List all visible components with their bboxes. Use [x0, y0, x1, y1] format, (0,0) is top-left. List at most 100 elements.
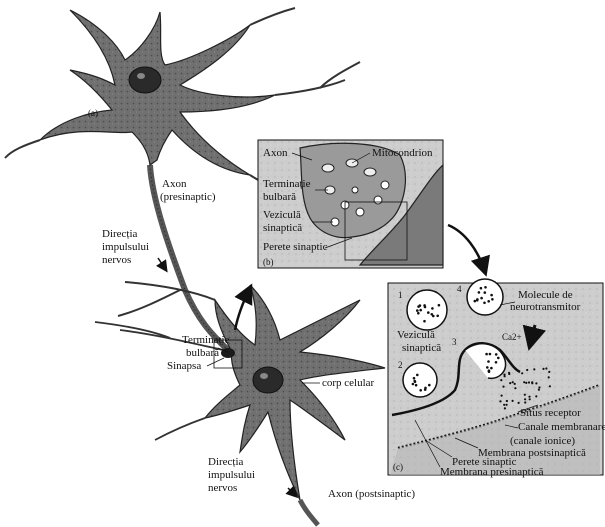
- inset-c-leader-post: [454, 437, 479, 449]
- leader-sinapsa: [206, 357, 225, 367]
- neurotransmitter-molecule: [538, 386, 541, 389]
- neurotransmitter-molecule: [499, 400, 502, 403]
- c-label-molecule-2: neurotransmitor: [510, 301, 581, 313]
- b-label-terminatie-2: bulbară: [263, 191, 296, 203]
- neurotransmitter-molecule: [508, 371, 511, 374]
- neurotransmitter-molecule: [416, 373, 419, 377]
- neurotransmitter-molecule: [524, 398, 527, 401]
- upper-nucleus: [128, 66, 162, 94]
- b-label-vezicula: Veziculă: [263, 209, 301, 221]
- neurotransmitter-molecule: [484, 286, 487, 289]
- mitochondrion: [321, 163, 335, 173]
- neurotransmitter-molecule: [488, 352, 492, 356]
- neurotransmitter-molecule: [514, 387, 517, 390]
- neurotransmitter-molecule: [511, 381, 514, 384]
- upper-neuron-body: [39, 9, 276, 176]
- neurotransmitter-molecule: [479, 286, 483, 290]
- neurotransmitter-molecule: [535, 395, 538, 398]
- neurotransmitter-molecule: [473, 299, 477, 303]
- neurotransmitter-molecule: [437, 303, 441, 307]
- label-terminatie-2: bulbară: [186, 347, 219, 359]
- neurotransmitter-molecule: [417, 305, 420, 308]
- neurotransmitter-molecule: [523, 381, 526, 384]
- neurotransmitter-molecule: [480, 296, 483, 300]
- c-label-vezicula: Veziculă: [397, 329, 435, 341]
- neurotransmitter-molecule: [513, 382, 516, 385]
- neurotransmitter-molecule: [526, 368, 529, 372]
- inset-c-cleft-fill: [390, 385, 600, 475]
- inset-b-leader-mito: [351, 152, 371, 164]
- neurotransmitter-molecule: [486, 366, 489, 369]
- neurotransmitter-molecule: [497, 356, 500, 360]
- vesicle: [373, 195, 383, 205]
- b-label-mitocondrion: Mitocondrion: [372, 147, 433, 159]
- neurotransmitter-molecule: [423, 319, 426, 323]
- vesicle-4: [466, 278, 504, 316]
- c-label-canale: Canale membranare: [518, 421, 605, 433]
- neurotransmitter-molecule: [419, 308, 423, 312]
- neurotransmitter-molecule: [547, 376, 550, 379]
- label-directia-2b: impulsului: [208, 469, 255, 481]
- inset-c-leader-wall: [424, 439, 453, 458]
- neurotransmitter-molecule: [417, 311, 420, 315]
- inset-c-leader-canale: [504, 424, 519, 429]
- c-label-situs: Situs receptor: [520, 407, 581, 419]
- lower-dendrite-left: [117, 281, 216, 317]
- neurotransmitter-molecule: [419, 389, 423, 392]
- label-sinapsa: Sinapsa: [167, 360, 201, 372]
- leader-terminatie: [217, 347, 229, 353]
- vesicle-3-fused: [464, 342, 507, 380]
- neurotransmitter-molecule: [500, 394, 503, 397]
- synaptic-bulb: [221, 348, 235, 358]
- inset-b-postsynaptic: [358, 163, 444, 266]
- label-axon-presinaptic: Axon: [162, 178, 187, 190]
- neurotransmitter-molecule: [503, 403, 506, 406]
- neurotransmitter-molecule: [476, 298, 479, 301]
- postsynaptic-axon: [297, 498, 320, 527]
- label-directia-1c: nervos: [102, 254, 131, 266]
- neurotransmitter-molecule: [483, 291, 487, 294]
- panel-label-a: (a): [88, 108, 98, 118]
- neurotransmitter-molecule: [521, 372, 524, 375]
- label-axon-postsinaptic: Axon (postsinaptic): [328, 488, 415, 500]
- inset-c-vesicles: [402, 278, 507, 398]
- neurotransmitter-molecule: [545, 367, 548, 370]
- neurotransmitter-molecule: [528, 398, 531, 401]
- c-label-perete: Perete sinaptic: [452, 456, 517, 468]
- dendrite-top-right: [249, 7, 296, 26]
- inset-c-leader-molecule: [499, 301, 516, 306]
- inset-c-presynaptic-membrane: [391, 342, 521, 417]
- label-terminatie: Terminație: [182, 334, 230, 346]
- c-label-membrana-post: Membrana postsinaptică: [478, 447, 586, 459]
- neurotransmitter-molecule: [416, 309, 419, 312]
- neurotransmitter-molecule: [548, 370, 551, 373]
- neurotransmitter-molecule: [511, 399, 514, 402]
- label-axon-presinaptic-2: (presinaptic): [160, 191, 216, 203]
- neurotransmitter-molecule: [502, 385, 505, 388]
- direction-arrow-upper: [156, 257, 168, 273]
- neurotransmitter-dots: [411, 286, 552, 410]
- neurotransmitter-molecule: [537, 388, 541, 391]
- neurotransmitter-molecule: [517, 401, 520, 404]
- neurotransmitter-molecule: [423, 304, 426, 307]
- neurotransmitter-molecule: [487, 370, 491, 374]
- vesicle: [355, 207, 365, 217]
- neurotransmitter-molecule: [430, 313, 434, 316]
- synapse-zoom-box: [213, 339, 243, 369]
- neurotransmitter-molecule: [432, 314, 435, 318]
- neurotransmitter-molecule: [485, 352, 488, 356]
- c-label-n4: 4: [457, 284, 462, 294]
- neurotransmitter-molecule: [494, 353, 498, 356]
- ca-arrow: [522, 324, 547, 351]
- b-label-axon: Axon: [263, 147, 288, 159]
- neurotransmitter-molecule: [487, 300, 491, 303]
- neurotransmitter-molecule: [413, 379, 417, 383]
- neurotransmitter-molecule: [477, 291, 481, 294]
- neurotransmitter-molecule: [487, 360, 490, 363]
- c-label-membrana-pre: Membrana presinaptică: [440, 466, 544, 478]
- upper-nucleolus: [137, 73, 145, 79]
- neurotransmitter-molecule: [523, 393, 526, 396]
- neurotransmitter-molecule: [491, 298, 494, 301]
